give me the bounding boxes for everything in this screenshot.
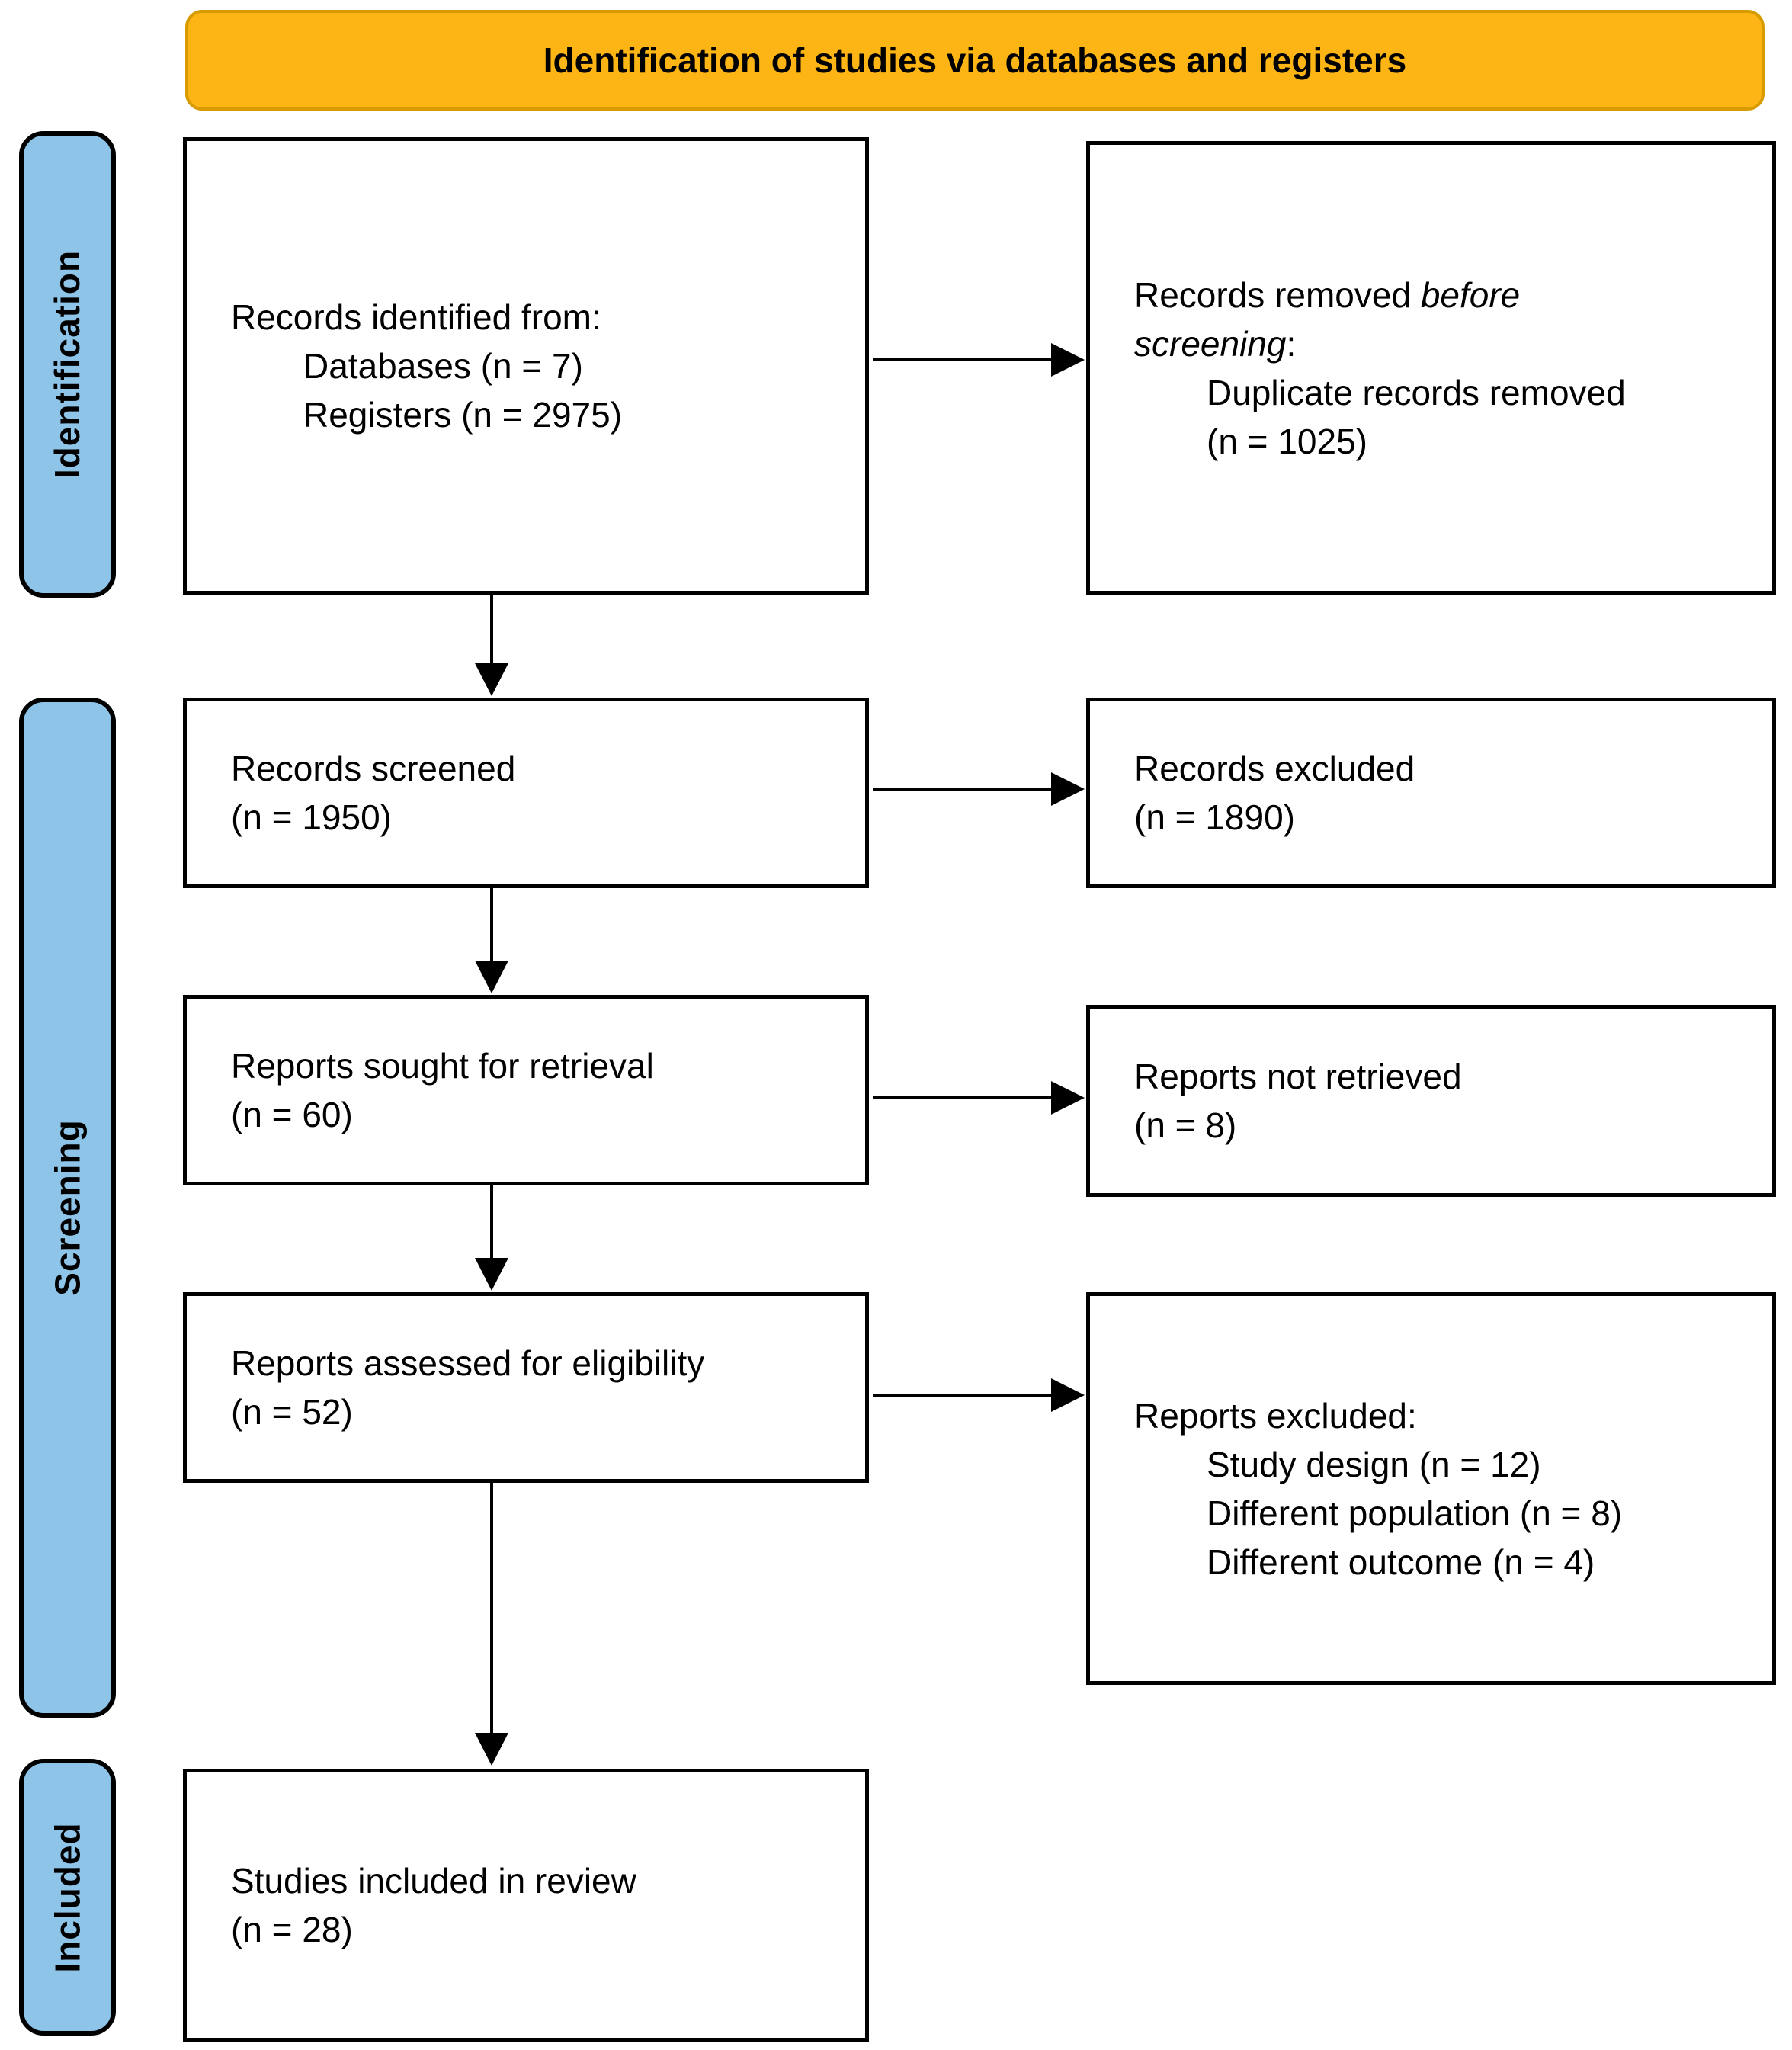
box-reports-sought-for-retrieval: Reports sought for retrieval (n = 60) [183, 995, 869, 1185]
arrow-screened-to-sought [475, 888, 508, 993]
box-studies-included-in-review: Studies included in review (n = 28) [183, 1769, 869, 2042]
reports-excluded-title: Reports excluded: [1134, 1395, 1417, 1436]
reports-not-retrieved-count: (n = 8) [1134, 1105, 1237, 1145]
arrow-sought-to-not-retrieved [873, 1081, 1085, 1115]
stage-label-identification: Identification [19, 131, 116, 598]
reports-excluded-item-population: Different population (n = 8) [1207, 1493, 1623, 1533]
stage-label-screening: Screening [19, 698, 116, 1718]
arrow-sought-to-assessed [475, 1185, 508, 1291]
arrow-identified-to-removed [873, 343, 1085, 377]
records-identified-item-registers: Registers (n = 2975) [303, 395, 623, 435]
reports-excluded-item-study-design: Study design (n = 12) [1207, 1444, 1541, 1484]
reports-not-retrieved-line1: Reports not retrieved [1134, 1057, 1462, 1096]
studies-included-count: (n = 28) [231, 1910, 353, 1949]
records-identified-title: Records identified from: [231, 297, 601, 337]
stage-label-screening-text: Screening [47, 1119, 88, 1296]
arrow-assessed-to-included [475, 1483, 508, 1766]
records-removed-line2: screening: [1090, 319, 1772, 368]
banner-title: Identification of studies via databases … [185, 10, 1765, 111]
records-removed-line1: Records removed before [1090, 271, 1772, 319]
stage-label-identification-text: Identification [47, 249, 88, 480]
box-records-removed-before-screening: Records removed before screening: Duplic… [1086, 141, 1776, 595]
reports-excluded-item-outcome: Different outcome (n = 4) [1207, 1542, 1595, 1582]
records-removed-line1-normal: Records removed [1134, 274, 1421, 315]
records-removed-line1-italic: before [1420, 274, 1521, 315]
banner-title-text: Identification of studies via databases … [543, 40, 1407, 80]
records-screened-count: (n = 1950) [231, 797, 392, 837]
arrow-assessed-to-reports-excluded [873, 1378, 1085, 1412]
records-identified-item-databases: Databases (n = 7) [303, 346, 583, 386]
box-reports-excluded: Reports excluded: Study design (n = 12) … [1086, 1292, 1776, 1685]
records-removed-line2-italic: screening [1134, 323, 1287, 364]
reports-assessed-count: (n = 52) [231, 1392, 353, 1432]
arrow-screened-to-excluded [873, 772, 1085, 806]
box-records-excluded: Records excluded (n = 1890) [1086, 698, 1776, 888]
records-removed-item-duplicates: Duplicate records removed [1207, 372, 1626, 412]
reports-sought-count: (n = 60) [231, 1095, 353, 1134]
records-excluded-line1: Records excluded [1134, 749, 1415, 788]
reports-assessed-line1: Reports assessed for eligibility [231, 1343, 705, 1383]
records-screened-line1: Records screened [231, 749, 516, 788]
records-removed-item-count: (n = 1025) [1207, 421, 1367, 461]
box-reports-not-retrieved: Reports not retrieved (n = 8) [1086, 1005, 1776, 1197]
box-records-screened: Records screened (n = 1950) [183, 698, 869, 888]
arrow-identified-to-screened [475, 595, 508, 696]
stage-label-included-text: Included [47, 1821, 88, 1973]
box-reports-assessed-for-eligibility: Reports assessed for eligibility (n = 52… [183, 1292, 869, 1483]
stage-label-included: Included [19, 1759, 116, 2036]
box-records-identified: Records identified from: Databases (n = … [183, 137, 869, 595]
records-excluded-count: (n = 1890) [1134, 797, 1295, 837]
records-removed-line2-normal: : [1286, 323, 1297, 364]
studies-included-line1: Studies included in review [231, 1861, 636, 1901]
reports-sought-line1: Reports sought for retrieval [231, 1046, 654, 1086]
